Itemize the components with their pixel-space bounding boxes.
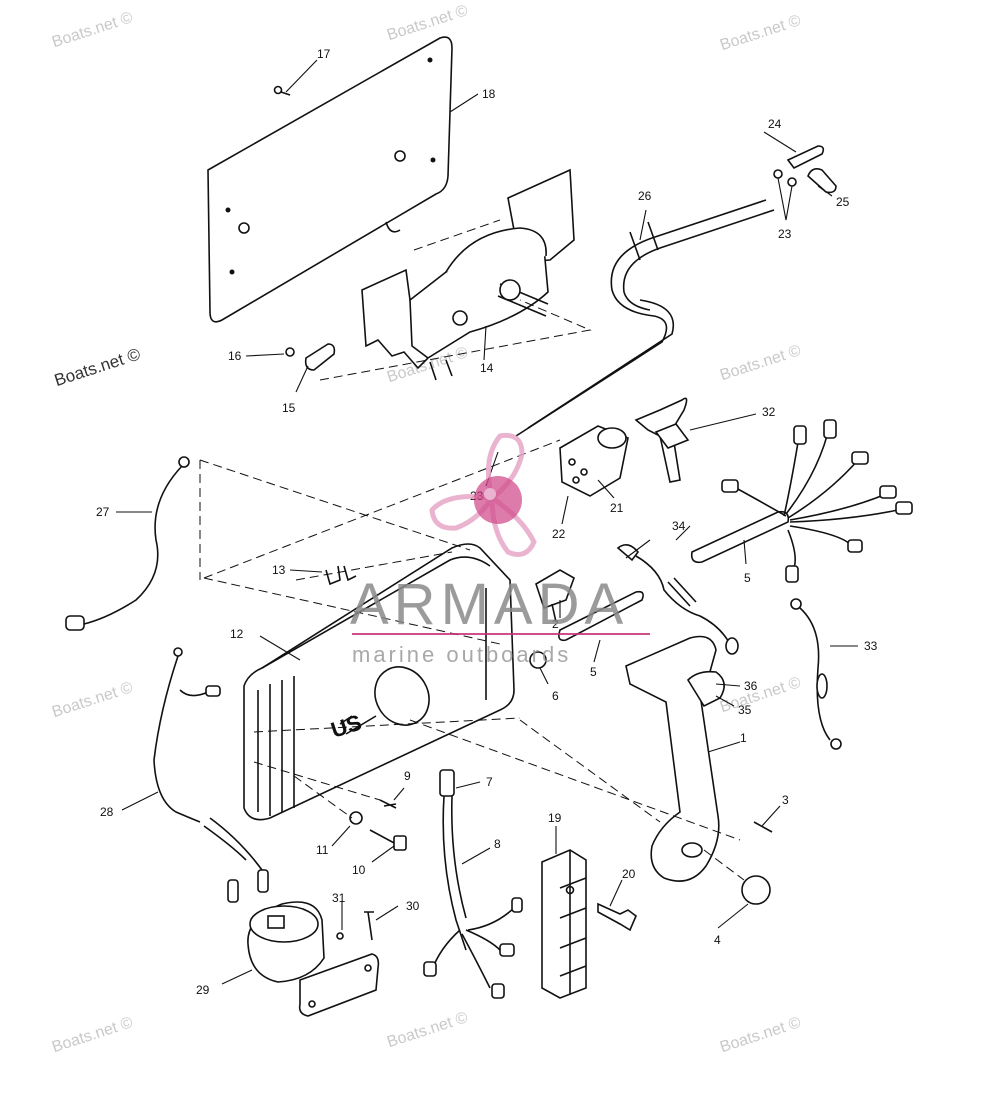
callout-9: 9: [404, 769, 411, 783]
mounting-plate: [207, 36, 453, 323]
control-cables: [515, 199, 775, 437]
ignition-switch: [559, 425, 629, 497]
screw: [364, 911, 374, 941]
callout-2: 2: [552, 617, 559, 631]
control-mechanism: [361, 168, 575, 381]
pin: [285, 343, 336, 371]
callout-31: 31: [332, 891, 346, 905]
callout-33: 33: [864, 639, 878, 653]
screw: [597, 902, 637, 932]
leader-lines: [116, 59, 858, 985]
callout-11: 11: [316, 843, 329, 857]
callout-5: 5: [744, 571, 751, 585]
callout-8: 8: [494, 837, 501, 851]
callout-21: 21: [610, 501, 624, 515]
callout-26: 26: [638, 189, 652, 203]
propeller-emblem: [429, 432, 537, 557]
handle-knob: [741, 875, 771, 905]
callout-23: 23: [778, 227, 792, 241]
callout-32: 32: [762, 405, 776, 419]
callout-13: 13: [272, 563, 286, 577]
control-housing: US: [243, 543, 515, 821]
trim-harness: [423, 769, 523, 999]
wiring-tube: [558, 590, 644, 642]
callout-29: 29: [196, 983, 210, 997]
callout-1: 1: [740, 731, 747, 745]
nut: [529, 651, 547, 669]
callout-19: 19: [548, 811, 562, 825]
callout-22: 22: [552, 527, 566, 541]
fasteners: [349, 799, 407, 851]
callout-36: 36: [744, 679, 758, 693]
assembly-guide-lines: [199, 219, 745, 881]
lanyard-clip: [616, 544, 739, 655]
callout-20: 20: [622, 867, 636, 881]
logo-tagline: marine outboards: [352, 642, 571, 667]
terminal-block: [541, 849, 587, 999]
callout-24: 24: [768, 117, 782, 131]
callout-30: 30: [406, 899, 420, 913]
callout-5: 5: [590, 665, 597, 679]
handle-pin: [753, 821, 773, 833]
callout-35: 35: [738, 703, 752, 717]
callout-15: 15: [282, 401, 296, 415]
warning-horn: [247, 901, 380, 1017]
callout-7: 7: [486, 775, 493, 789]
callout-10: 10: [352, 863, 366, 877]
callout-3: 3: [782, 793, 789, 807]
callout-4: 4: [714, 933, 721, 947]
callout-28: 28: [100, 805, 114, 819]
logo-wordmark: ARMADA: [350, 572, 628, 637]
wiring-harness: [690, 419, 913, 583]
callout-16: 16: [228, 349, 242, 363]
screw: [273, 85, 291, 96]
callout-25: 25: [836, 195, 850, 209]
stop-switch: [535, 569, 575, 623]
washer: [336, 932, 344, 940]
keys: [634, 397, 690, 483]
armada-logo: ARMADA marine outboards: [350, 432, 650, 667]
callout-34: 34: [672, 519, 686, 533]
control-handle: [625, 635, 725, 882]
cable-end-fittings: [773, 145, 837, 194]
callout-18: 18: [482, 87, 496, 101]
callout-14: 14: [480, 361, 494, 375]
callout-27: 27: [96, 505, 110, 519]
ground-lead: [790, 598, 842, 750]
buzzer-lead: [153, 647, 269, 903]
callout-12: 12: [230, 627, 244, 641]
callout-6: 6: [552, 689, 559, 703]
neutral-lead: [65, 456, 190, 631]
callout-17: 17: [317, 47, 331, 61]
